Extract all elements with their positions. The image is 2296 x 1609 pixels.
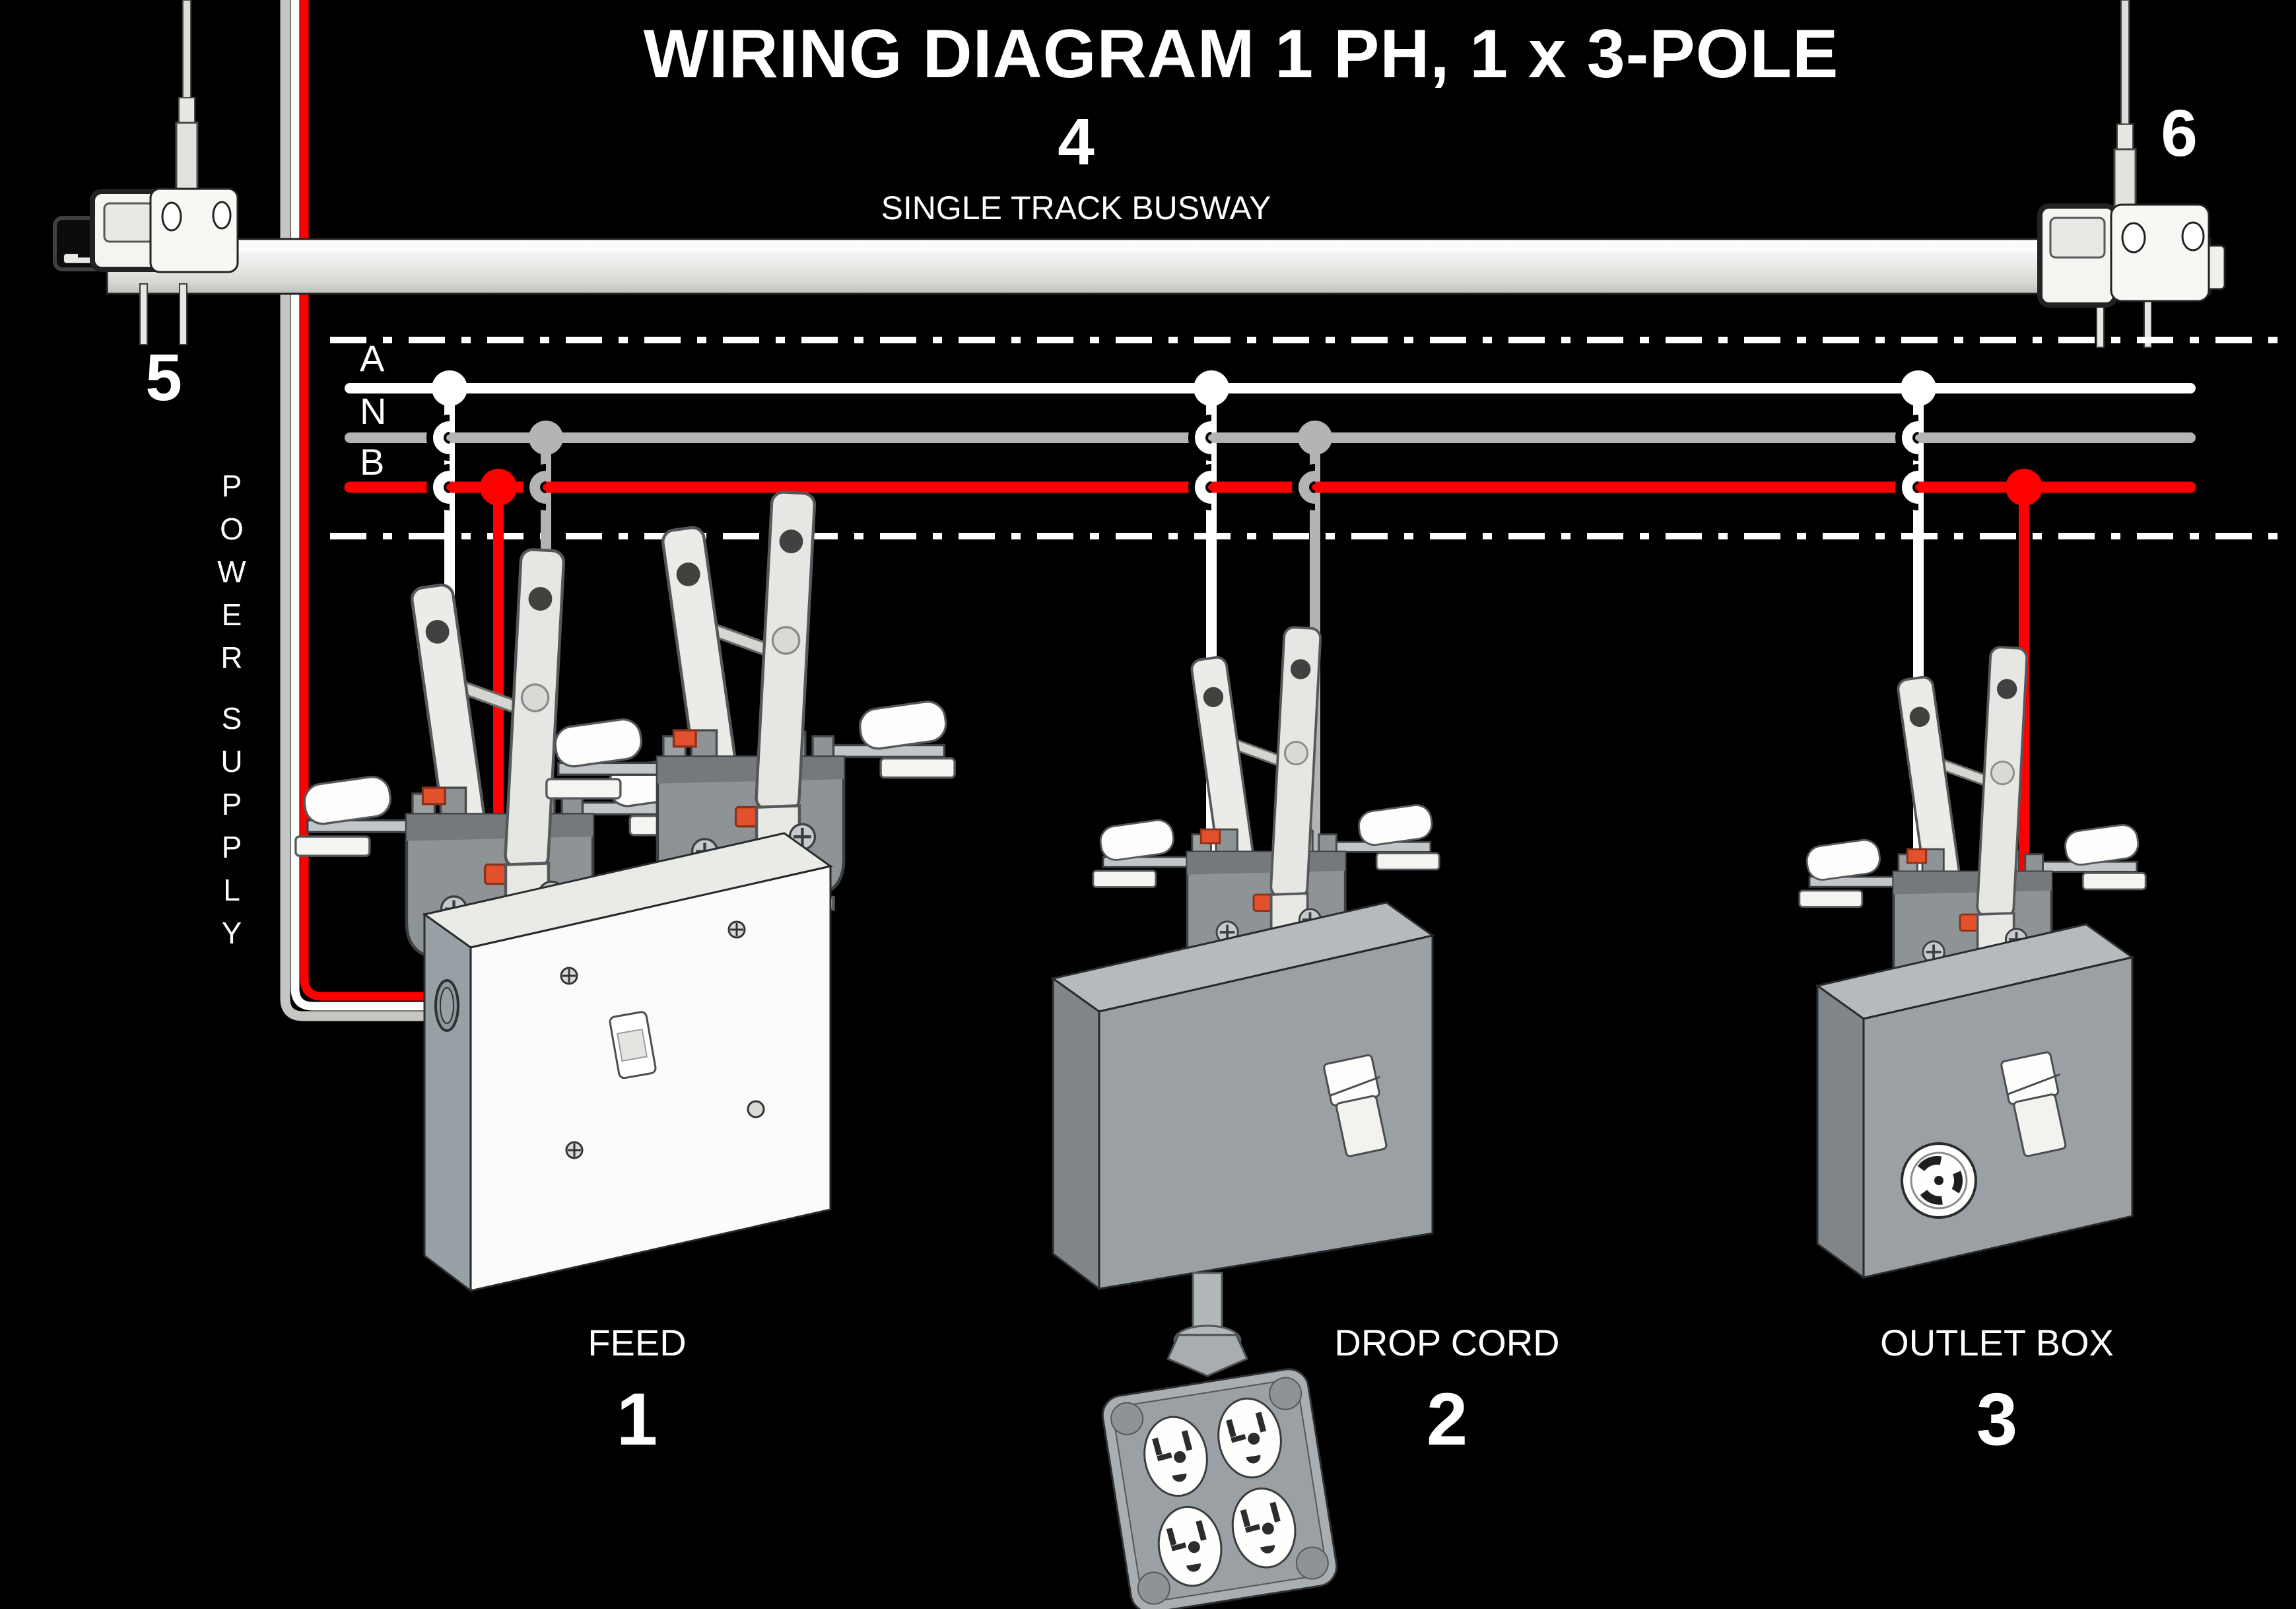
quad-outlet-box [1101,1368,1338,1609]
screw [747,1100,765,1118]
feed-box [422,832,833,1293]
busway-number: 4 [1058,105,1095,179]
busway-caption: SINGLE TRACK BUSWAY [881,189,1271,226]
wire-label-a: A [360,337,385,379]
outlet-box-label: OUTLET BOX [1880,1322,2114,1363]
power-supply-label-word2: SUPPLY [215,701,249,959]
busway-end-left [53,188,239,345]
outlet-box [1815,923,2135,1280]
feed-box-latch [609,1011,657,1079]
hanger-rod-left [175,0,199,209]
power-supply-label-word1: POWER [215,469,249,683]
drop-cord-box [1050,901,1435,1291]
feed-number: 1 [616,1378,658,1460]
wire-label-b: B [360,441,385,483]
junction-dots [432,370,2043,506]
outlet-box-number: 3 [1976,1378,2018,1460]
junction-dot [432,370,467,406]
page-title: WIRING DIAGRAM 1 PH, 1 x 3-POLE [643,16,1839,92]
busway-end-right [2037,203,2226,348]
junction-dot [480,469,517,506]
cord-clip [1323,1054,1388,1157]
junction-dot [1901,370,1936,406]
right-end-number: 6 [2161,96,2198,170]
busway-bar [106,238,2212,295]
junction-dot [2006,469,2043,506]
junction-dot [1298,421,1332,455]
power-supply-conduit [280,0,462,1021]
junction-dot [1194,370,1229,406]
wire-label-n: N [360,390,387,432]
cord-hex-nut [1166,1334,1248,1377]
pendant-drop-cord [1101,1272,1338,1609]
cord-clip [2000,1051,2067,1157]
left-end-number: 5 [145,341,182,415]
junction-dot [529,421,563,455]
hanger-rod-right [2113,0,2137,215]
drop-cord-number: 2 [1426,1378,1468,1460]
feed-label: FEED [588,1322,687,1363]
drop-cord-label: DROP CORD [1334,1322,1560,1363]
wire-hops [426,415,1920,510]
twist-lock-receptacle [1901,1142,1977,1219]
